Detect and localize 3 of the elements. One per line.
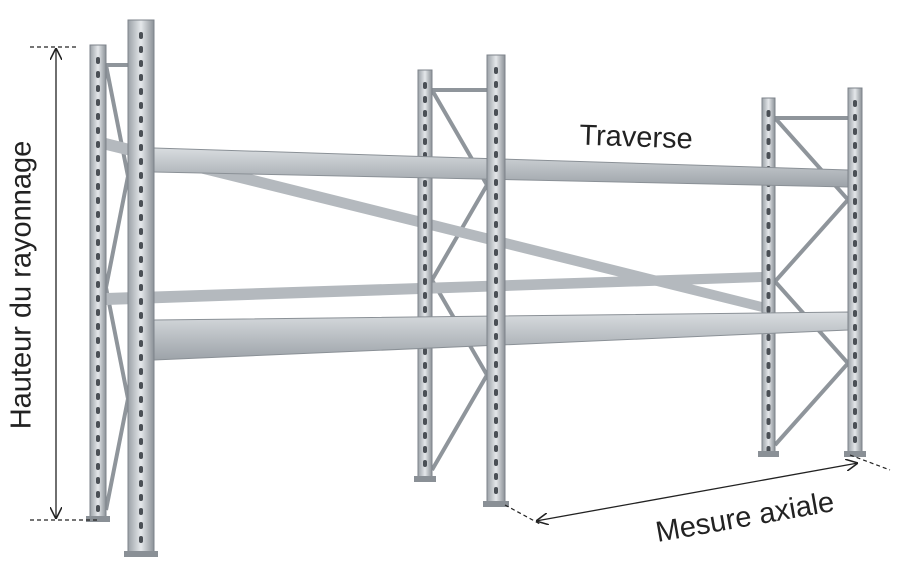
dimension-label: Mesure axiale bbox=[654, 488, 836, 548]
dimension-label: Hauteur du rayonnage bbox=[8, 140, 36, 430]
part-label: Traverse bbox=[578, 122, 694, 154]
